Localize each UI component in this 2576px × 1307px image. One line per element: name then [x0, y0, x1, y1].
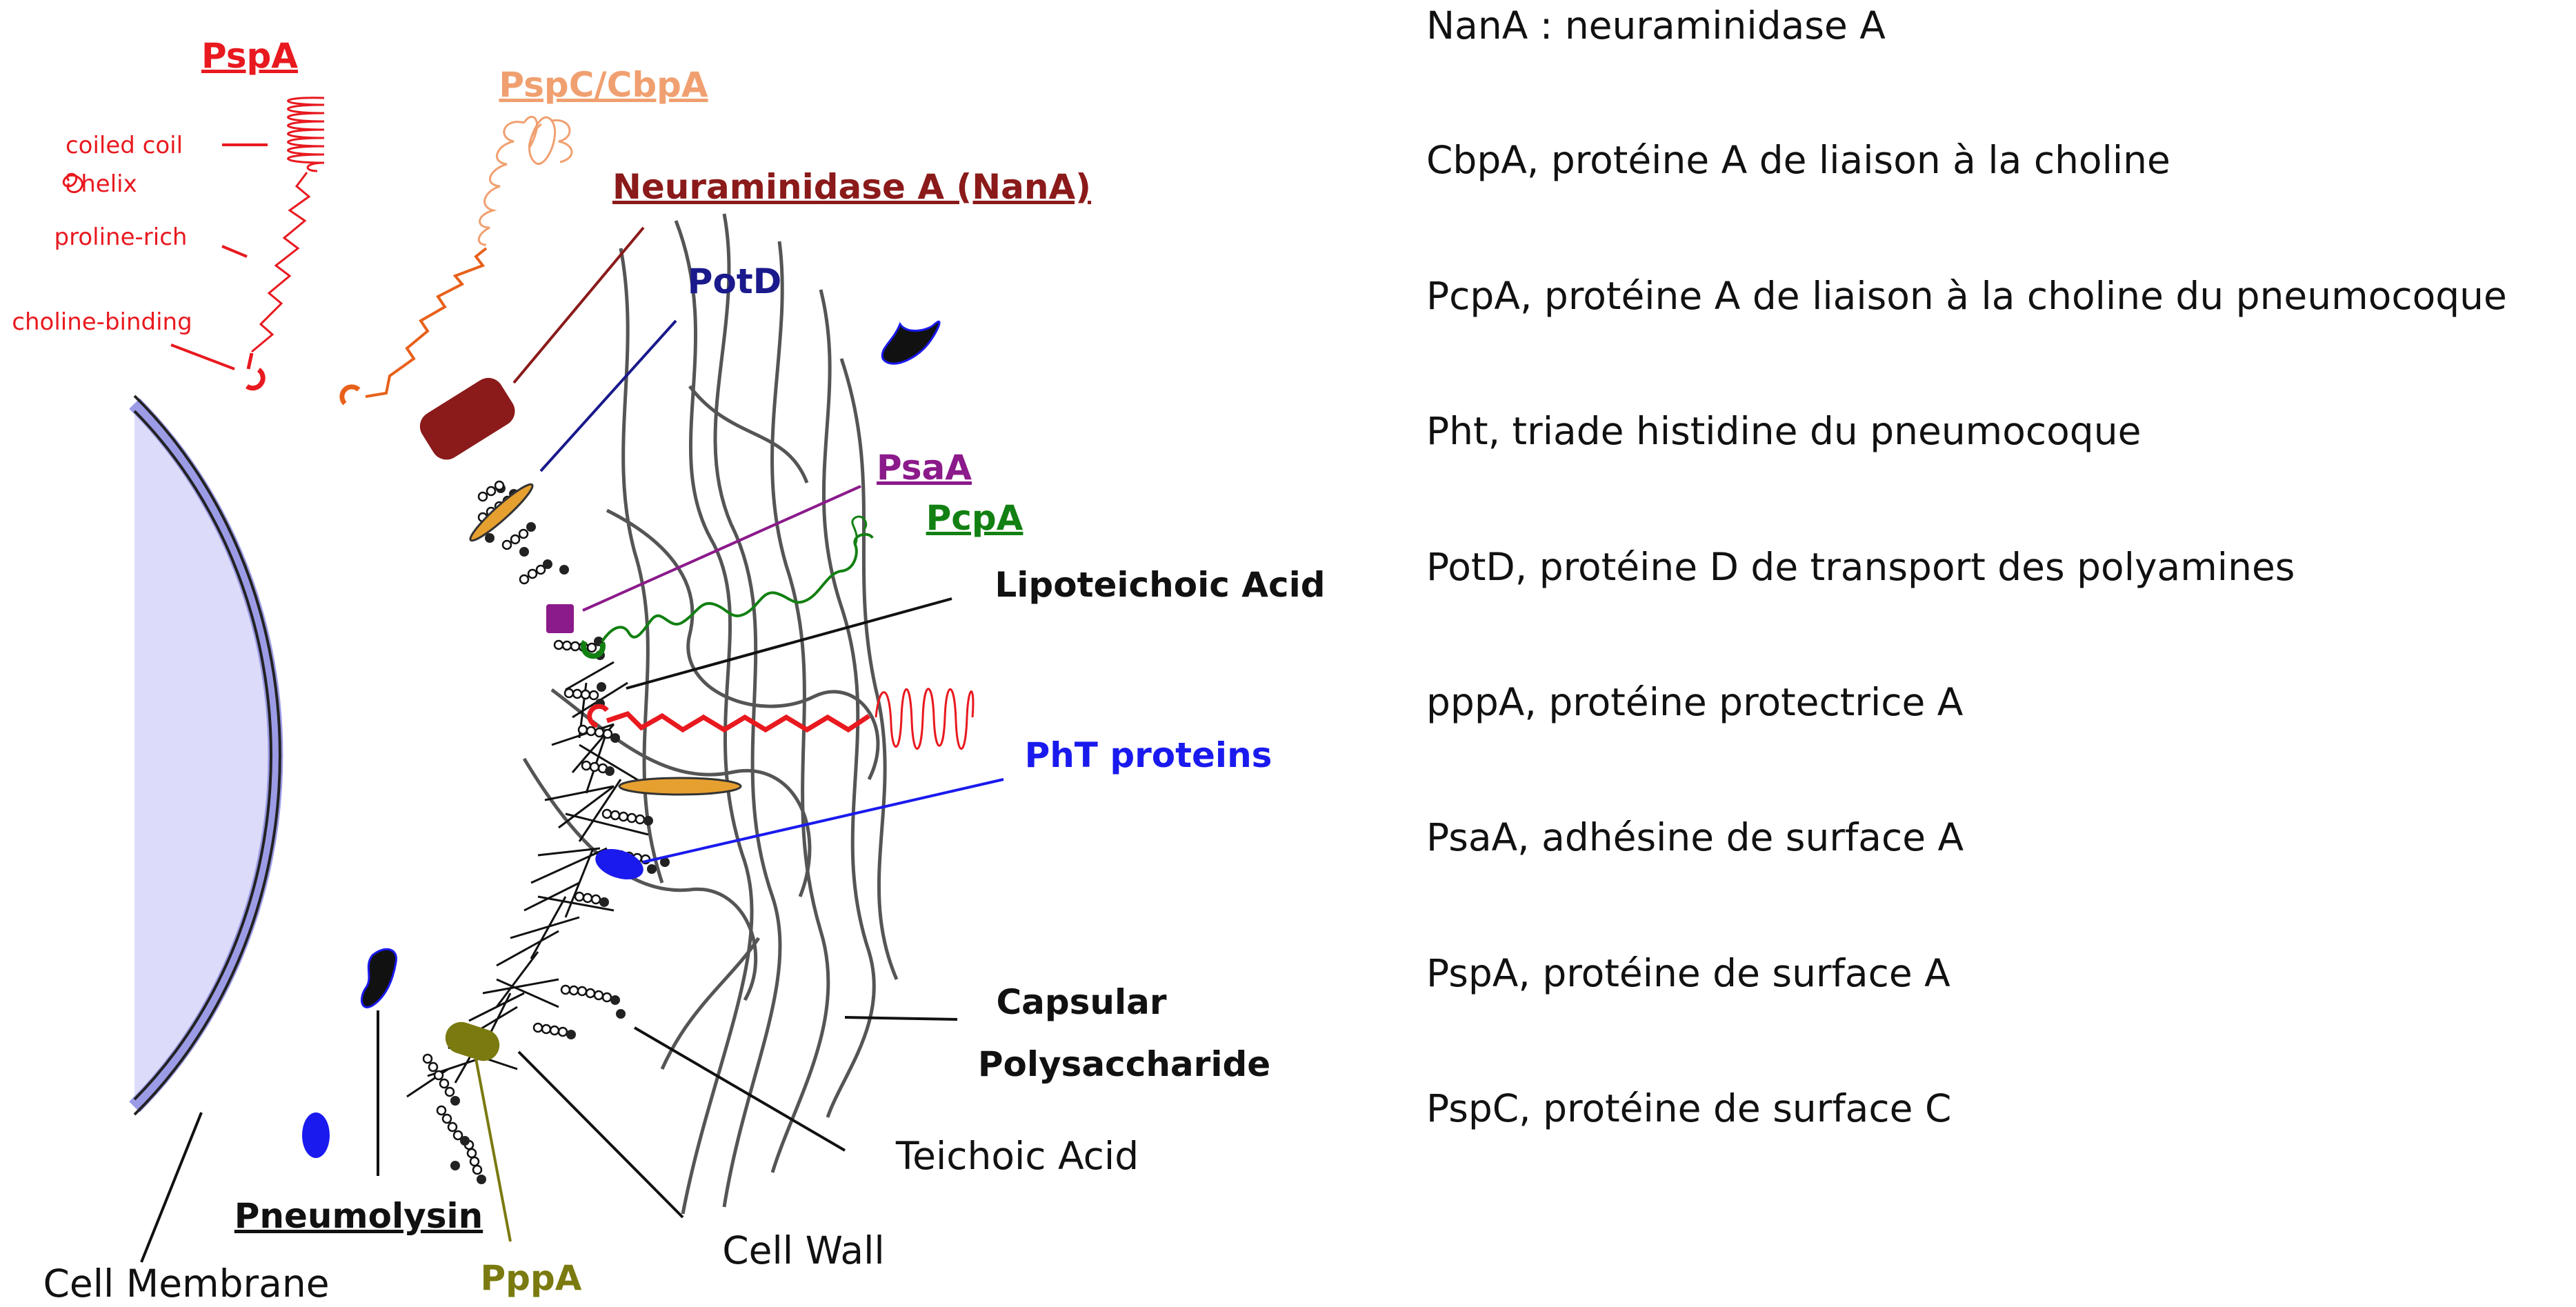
pspa-protein-mid	[587, 688, 975, 750]
coiled-coil-label: coiled coil	[66, 132, 183, 159]
polysaccharide-label: Polysaccharide	[978, 1044, 1270, 1084]
helix-glyph	[62, 172, 83, 194]
orange-surface-protein	[618, 777, 742, 796]
pht-label: PhT proteins	[1025, 735, 1272, 775]
choline-binding-label: choline-binding	[12, 308, 192, 336]
legend-item-pspc: PspC, protéine de surface C	[1426, 1086, 1952, 1130]
pht-protein	[302, 778, 1004, 1158]
cell-membrane-outline-outer	[133, 395, 281, 1116]
psaa-protein	[546, 485, 861, 633]
pppa-label: PppA	[481, 1258, 582, 1298]
pspa-callout-lines	[170, 143, 268, 370]
legend-item-cbpa: CbpA, protéine A de liaison à la choline	[1426, 138, 2170, 182]
pcpa-label: PcpA	[926, 498, 1024, 538]
pcpa-protein	[581, 515, 874, 659]
cell-body	[134, 407, 274, 1104]
pspc-protein	[339, 115, 573, 406]
lta-label: Lipoteichoic Acid	[995, 565, 1325, 605]
legend-item-pppa: pppA, protéine protectrice A	[1426, 680, 1964, 724]
pspc-label: PspC/CbpA	[499, 65, 708, 105]
pneumolysin-label: Pneumolysin	[234, 1196, 483, 1236]
pspa-label: PspA	[201, 36, 298, 76]
potd-label: PotD	[688, 261, 781, 301]
lta-callout-line	[626, 597, 952, 690]
legend-item-pspa: PspA, protéine de surface A	[1426, 951, 1950, 995]
pspa-protein	[245, 97, 325, 391]
helix-label: helix	[81, 170, 137, 198]
pppa-protein	[445, 1021, 512, 1242]
psaa-label: PsaA	[877, 448, 972, 488]
proline-rich-label: proline-rich	[54, 223, 188, 251]
cell-membrane-band	[129, 398, 283, 1113]
cell-wall-label: Cell Wall	[722, 1228, 884, 1273]
legend-item-potd: PotD, protéine D de transport des polyam…	[1426, 545, 2295, 589]
capsular-polysaccharide-strands	[522, 213, 899, 1215]
legend-item-pcpa: PcpA, protéine A de liaison à la choline…	[1426, 274, 2507, 318]
capsular-label: Capsular	[996, 982, 1166, 1022]
legend-item-pht: Pht, triade histidine du pneumocoque	[1426, 409, 2141, 453]
pneumolysin-protein	[361, 320, 941, 1176]
cell-membrane-outline-inner	[133, 410, 272, 1101]
potd-protein	[469, 319, 677, 542]
legend-item-nana: NanA : neuraminidase A	[1426, 3, 1886, 48]
callout-lines	[140, 1016, 958, 1263]
cell-wall-mesh	[406, 661, 649, 1098]
teichoic-acid-label: Teichoic Acid	[895, 1134, 1139, 1178]
nana-protein	[419, 226, 645, 460]
nana-label: Neuraminidase A (NanA)	[612, 167, 1091, 207]
cell-membrane-label: Cell Membrane	[43, 1261, 329, 1306]
legend-item-psaa: PsaA, adhésine de surface A	[1426, 815, 1964, 859]
